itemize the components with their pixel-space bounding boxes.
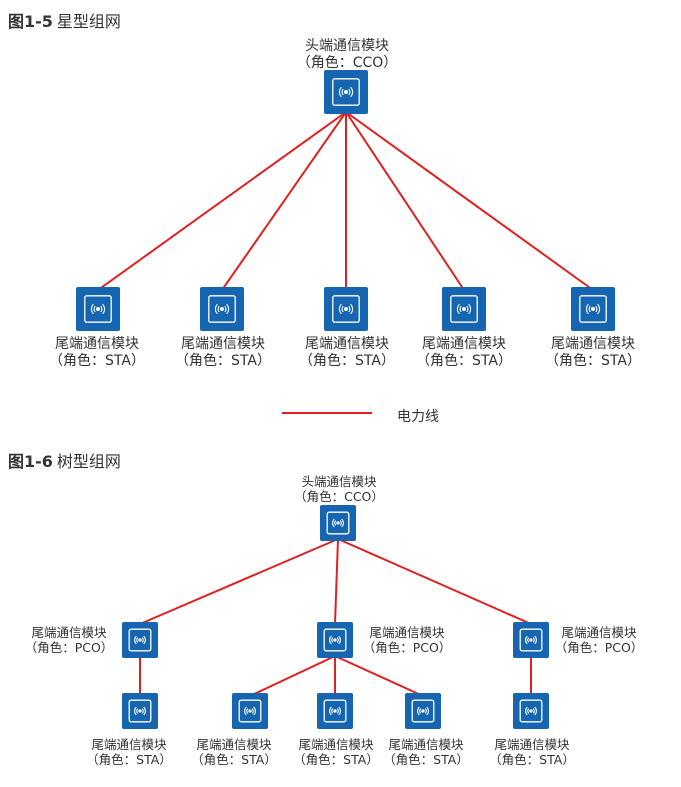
module-role: （角色：STA）	[383, 752, 469, 767]
module-name: 尾端通信模块	[31, 625, 107, 640]
module-name: 尾端通信模块	[91, 737, 167, 752]
powerline-module-icon	[324, 287, 368, 331]
powerline-module-icon	[317, 693, 353, 729]
power-line	[221, 111, 347, 291]
module-name: 尾端通信模块	[422, 336, 506, 352]
powerline-module-icon	[122, 622, 158, 658]
tail-module-label: 尾端通信模块 （角色：STA）	[528, 336, 658, 370]
powerline-module-icon	[324, 70, 368, 114]
sta-module-label: 尾端通信模块 （角色：STA）	[283, 737, 389, 767]
power-line	[139, 538, 339, 625]
sta-module-label: 尾端通信模块 （角色：STA）	[373, 737, 479, 767]
module-role: （角色：PCO）	[24, 640, 114, 655]
module-name: 尾端通信模块	[196, 737, 272, 752]
module-role: （角色：STA）	[545, 353, 641, 369]
head-module-label: 头端通信模块 （角色：CCO）	[283, 474, 395, 504]
tail-module-label: 尾端通信模块 （角色：STA）	[399, 336, 529, 370]
module-name: 头端通信模块	[301, 474, 377, 489]
pco-module-label: 尾端通信模块 （角色：PCO）	[16, 625, 122, 655]
tail-module-label: 尾端通信模块 （角色：STA）	[158, 336, 288, 370]
module-role: （角色：STA）	[49, 353, 145, 369]
power-line	[345, 111, 465, 291]
figure-number: 图1-6	[8, 452, 53, 471]
module-role: （角色：STA）	[299, 353, 395, 369]
head-module-label: 头端通信模块 （角色：CCO）	[285, 38, 409, 72]
module-name: 尾端通信模块	[369, 625, 445, 640]
module-name: 尾端通信模块	[388, 737, 464, 752]
module-role: （角色：STA）	[86, 752, 172, 767]
powerline-module-icon	[232, 693, 268, 729]
module-name: 尾端通信模块	[298, 737, 374, 752]
powerline-module-icon	[442, 287, 486, 331]
power-line	[249, 655, 336, 697]
module-role: （角色：STA）	[175, 353, 271, 369]
module-name: 尾端通信模块	[55, 336, 139, 352]
legend-label: 电力线	[397, 409, 439, 425]
powerline-module-icon	[76, 287, 120, 331]
module-role: （角色：PCO）	[362, 640, 452, 655]
module-name: 尾端通信模块	[181, 336, 265, 352]
power-line	[97, 111, 347, 291]
module-role: （角色：STA）	[416, 353, 512, 369]
module-name: 头端通信模块	[305, 38, 389, 54]
module-name: 尾端通信模块	[551, 336, 635, 352]
powerline-module-icon	[320, 505, 356, 541]
figure-number: 图1-5	[8, 12, 53, 31]
figure-caption: 树型组网	[56, 452, 121, 471]
tail-module-label: 尾端通信模块 （角色：STA）	[282, 336, 412, 370]
pco-module-label: 尾端通信模块 （角色：PCO）	[354, 625, 460, 655]
module-name: 尾端通信模块	[305, 336, 389, 352]
powerline-module-icon	[513, 622, 549, 658]
powerline-module-icon	[571, 287, 615, 331]
pco-module-label: 尾端通信模块 （角色：PCO）	[546, 625, 652, 655]
tail-module-label: 尾端通信模块 （角色：STA）	[32, 336, 162, 370]
module-name: 尾端通信模块	[494, 737, 570, 752]
powerline-module-icon	[513, 693, 549, 729]
module-role: （角色：CCO）	[296, 55, 398, 71]
powerline-module-icon	[317, 622, 353, 658]
module-name: 尾端通信模块	[561, 625, 637, 640]
sta-module-label: 尾端通信模块 （角色：STA）	[76, 737, 182, 767]
sta-module-label: 尾端通信模块 （角色：STA）	[479, 737, 585, 767]
sta-module-label: 尾端通信模块 （角色：STA）	[181, 737, 287, 767]
module-role: （角色：CCO）	[294, 489, 384, 504]
power-line	[334, 655, 424, 697]
power-line	[334, 538, 339, 625]
power-line	[337, 538, 532, 625]
power-line	[345, 111, 594, 291]
module-role: （角色：STA）	[489, 752, 575, 767]
powerline-module-icon	[200, 287, 244, 331]
module-role: （角色：STA）	[191, 752, 277, 767]
powerline-module-icon	[122, 693, 158, 729]
powerline-module-icon	[405, 693, 441, 729]
module-role: （角色：STA）	[293, 752, 379, 767]
module-role: （角色：PCO）	[554, 640, 644, 655]
figure-caption: 星型组网	[56, 12, 121, 31]
